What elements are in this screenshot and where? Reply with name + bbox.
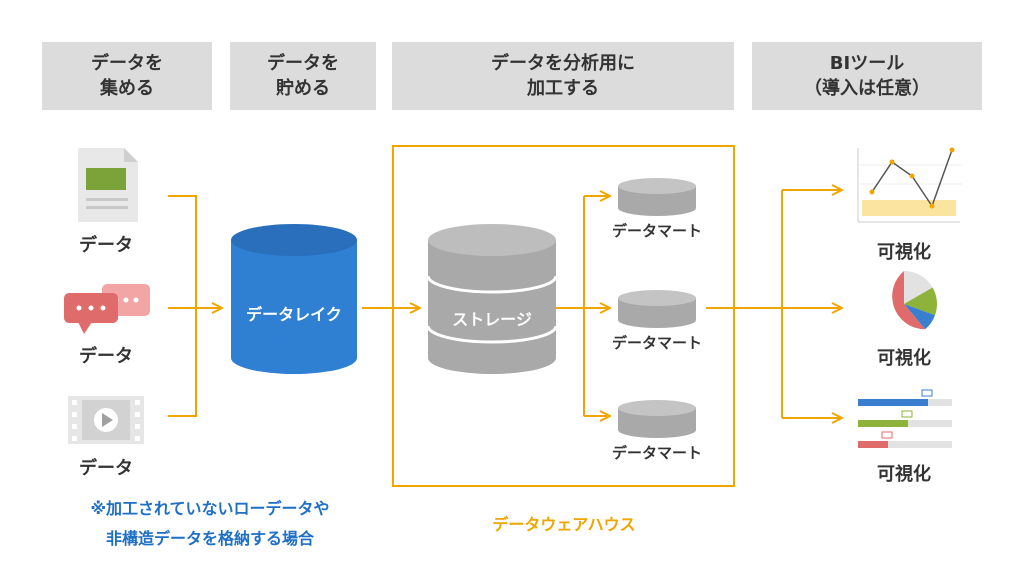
data-mart-cylinder (618, 400, 696, 438)
document-icon (78, 148, 138, 222)
data-mart-cylinder (618, 290, 696, 328)
data-lake-label: データレイク (246, 305, 342, 324)
line-chart-icon (857, 147, 962, 223)
source-connector (168, 195, 222, 417)
data-warehouse-title: データウェアハウス (492, 515, 636, 534)
warehouse-to-bi-connector (706, 190, 842, 418)
header-collect: データを 集める (42, 42, 212, 110)
data-lake-cylinder (231, 224, 357, 374)
header-bi-tool: BIツール （導入は任意） (752, 42, 982, 110)
note-line1: ※加工されていないローデータや (90, 499, 330, 518)
header-process: データを分析用に 加工する (392, 42, 734, 110)
note-line2: 非構造データを格納する場合 (105, 529, 314, 548)
header-store-line2: 貯める (276, 78, 330, 99)
header-store: データを 貯める (230, 42, 376, 110)
raw-data-note: ※加工されていないローデータや 非構造データを格納する場合 (40, 494, 380, 554)
header-bi-line2: （導入は任意） (804, 78, 930, 99)
header-collect-line2: 集める (100, 78, 154, 99)
data-mart-cylinder (618, 178, 696, 216)
header-collect-line1: データを (91, 53, 163, 74)
data-mart-label: データマート (611, 222, 702, 240)
data-mart-label: データマート (611, 444, 702, 462)
storage-to-marts-connector (556, 196, 610, 416)
chat-icon (64, 284, 150, 334)
header-bi-line1: BIツール (829, 53, 905, 74)
source-label: データ (79, 235, 133, 256)
data-warehouse-box (392, 145, 735, 487)
source-label: データ (79, 346, 133, 367)
bar-chart-icon (858, 389, 952, 448)
video-icon (68, 396, 144, 444)
header-process-line1: データを分析用に (491, 53, 635, 74)
header-store-line1: データを (267, 53, 339, 74)
source-label: データ (79, 458, 133, 479)
data-mart-label: データマート (611, 334, 702, 352)
header-process-line2: 加工する (527, 78, 599, 99)
storage-label: ストレージ (452, 310, 532, 329)
pie-chart-icon (892, 271, 938, 330)
visualization-label: 可視化 (877, 242, 931, 263)
storage-cylinder (426, 224, 558, 374)
visualization-label: 可視化 (877, 348, 931, 369)
visualization-label: 可視化 (877, 464, 931, 485)
